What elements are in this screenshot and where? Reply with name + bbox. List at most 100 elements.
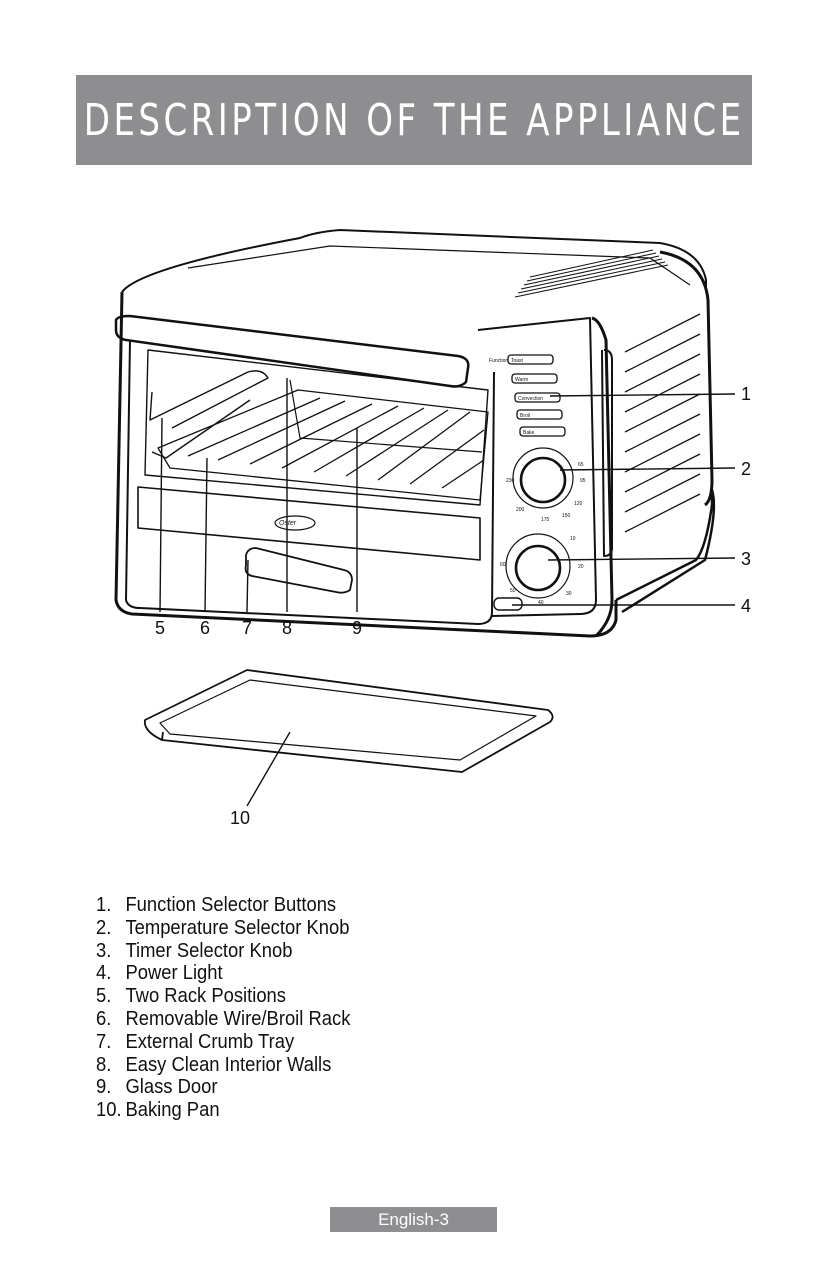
leader-6 bbox=[204, 457, 208, 613]
list-item: 9. Glass Door bbox=[96, 1076, 350, 1099]
button-warm[interactable] bbox=[511, 373, 558, 384]
list-item-label: Timer Selector Knob bbox=[125, 939, 293, 962]
baking-pan bbox=[143, 669, 554, 773]
control-panel bbox=[477, 317, 597, 617]
oven-side-outer bbox=[659, 250, 714, 507]
timer-mark-10: 10 bbox=[570, 536, 576, 542]
temp-mark-230: 230 bbox=[506, 478, 515, 484]
list-item-label: Two Rack Positions bbox=[125, 985, 286, 1008]
list-item-number: 5. bbox=[96, 985, 112, 1008]
list-item-label: External Crumb Tray bbox=[125, 1030, 295, 1053]
list-item: 4. Power Light bbox=[96, 962, 350, 985]
door-handle bbox=[114, 314, 470, 388]
top-vent bbox=[514, 249, 669, 298]
callout-9: 9 bbox=[352, 618, 362, 638]
button-label-broil: Broil bbox=[520, 413, 530, 419]
brand-name: Oster bbox=[279, 520, 297, 527]
callout-lines bbox=[159, 378, 736, 807]
list-item-number: 6. bbox=[96, 1007, 112, 1030]
button-toast[interactable] bbox=[507, 354, 554, 365]
button-label-warm: Warm bbox=[515, 377, 528, 383]
temp-mark-95: 95 bbox=[580, 478, 586, 484]
callout-3: 3 bbox=[741, 549, 751, 569]
oven-top-inner bbox=[187, 245, 691, 286]
leader-3 bbox=[547, 557, 736, 561]
callout-5: 5 bbox=[155, 618, 165, 638]
list-item-number: 9. bbox=[96, 1076, 112, 1099]
page-number-badge: English-3 bbox=[330, 1207, 497, 1232]
list-item-number: 1. bbox=[96, 894, 112, 916]
list-item-label: Removable Wire/Broil Rack bbox=[125, 1007, 351, 1030]
list-item-number: 10. bbox=[96, 1099, 122, 1122]
timer-mark-40: 40 bbox=[538, 600, 544, 606]
cavity-back bbox=[289, 379, 483, 453]
parts-list: 1.Function Selector Buttons 2.Temperatur… bbox=[96, 894, 373, 1122]
timer-knob[interactable] bbox=[514, 544, 562, 592]
list-item-number: 8. bbox=[96, 1053, 112, 1076]
wire-rack bbox=[157, 389, 489, 501]
temp-mark-120: 120 bbox=[574, 501, 583, 507]
list-item: 3. Timer Selector Knob bbox=[96, 940, 350, 963]
list-item-label: Easy Clean Interior Walls bbox=[125, 1053, 332, 1076]
leader-10 bbox=[246, 731, 291, 807]
crumb-tray bbox=[244, 547, 353, 594]
oven-diagram: Function Toast Warm Convection Broil Bak… bbox=[114, 229, 751, 828]
button-label-toast: Toast bbox=[511, 358, 524, 364]
button-broil[interactable] bbox=[516, 409, 563, 420]
list-item: 5. Two Rack Positions bbox=[96, 985, 350, 1008]
leader-1 bbox=[549, 393, 736, 397]
temp-mark-150: 150 bbox=[562, 513, 571, 519]
appliance-illustration: Function Toast Warm Convection Broil Bak… bbox=[114, 229, 751, 828]
timer-mark-30: 30 bbox=[566, 591, 572, 597]
leader-7 bbox=[246, 559, 249, 613]
oven-top bbox=[121, 229, 707, 293]
list-item-label: Glass Door bbox=[125, 1076, 218, 1099]
side-vents bbox=[624, 313, 701, 533]
door-frame bbox=[125, 339, 495, 625]
side-handle bbox=[601, 349, 613, 557]
list-item-number: 4. bbox=[96, 962, 112, 985]
temperature-knob[interactable] bbox=[519, 456, 567, 504]
list-item-label: Power Light bbox=[125, 962, 223, 985]
callout-8: 8 bbox=[282, 618, 292, 638]
temp-mark-200: 200 bbox=[516, 507, 525, 513]
button-label-bake: Bake bbox=[523, 430, 535, 436]
title-banner: DESCRIPTION OF THE APPLIANCE bbox=[76, 75, 752, 165]
list-item: 7.External Crumb Tray bbox=[96, 1031, 350, 1054]
list-item-number: 3. bbox=[96, 939, 112, 962]
lower-panel bbox=[137, 486, 481, 561]
rack-guide-top bbox=[149, 370, 269, 429]
list-item: 10.Baking Pan bbox=[96, 1099, 350, 1122]
callout-7: 7 bbox=[242, 618, 252, 638]
oven-base bbox=[615, 488, 716, 614]
callout-10: 10 bbox=[230, 808, 250, 828]
function-label: Function bbox=[489, 358, 508, 364]
timer-mark-60: 60 bbox=[500, 562, 506, 568]
callout-4: 4 bbox=[741, 596, 751, 616]
timer-mark-50: 50 bbox=[510, 588, 516, 594]
power-light bbox=[493, 597, 523, 611]
leader-5 bbox=[159, 417, 163, 613]
timer-knob-ring bbox=[505, 533, 571, 599]
list-item-label: Function Selector Buttons bbox=[125, 894, 337, 916]
temperature-knob-ring bbox=[512, 447, 574, 509]
oven-cavity bbox=[144, 349, 489, 506]
leader-2 bbox=[559, 467, 736, 471]
temp-mark-175: 175 bbox=[541, 517, 550, 523]
function-button-group[interactable] bbox=[507, 354, 566, 437]
list-item: 1. Function Selector Buttons bbox=[96, 894, 350, 917]
brand-logo bbox=[274, 515, 316, 531]
button-bake[interactable] bbox=[519, 426, 566, 437]
timer-mark-20: 20 bbox=[578, 564, 584, 570]
callout-6: 6 bbox=[200, 618, 210, 638]
callout-1: 1 bbox=[741, 384, 751, 404]
list-item-label: Temperature Selector Knob bbox=[125, 916, 350, 939]
temp-mark-65: 65 bbox=[578, 462, 584, 468]
list-item: 8. Easy Clean Interior Walls bbox=[96, 1054, 350, 1077]
list-item: 6. Removable Wire/Broil Rack bbox=[96, 1008, 350, 1031]
button-label-convection: Convection bbox=[518, 396, 543, 402]
oven-body bbox=[114, 291, 618, 638]
list-item-label: Baking Pan bbox=[125, 1099, 220, 1122]
button-convection[interactable] bbox=[514, 392, 561, 403]
page-title: DESCRIPTION OF THE APPLIANCE bbox=[83, 94, 745, 146]
